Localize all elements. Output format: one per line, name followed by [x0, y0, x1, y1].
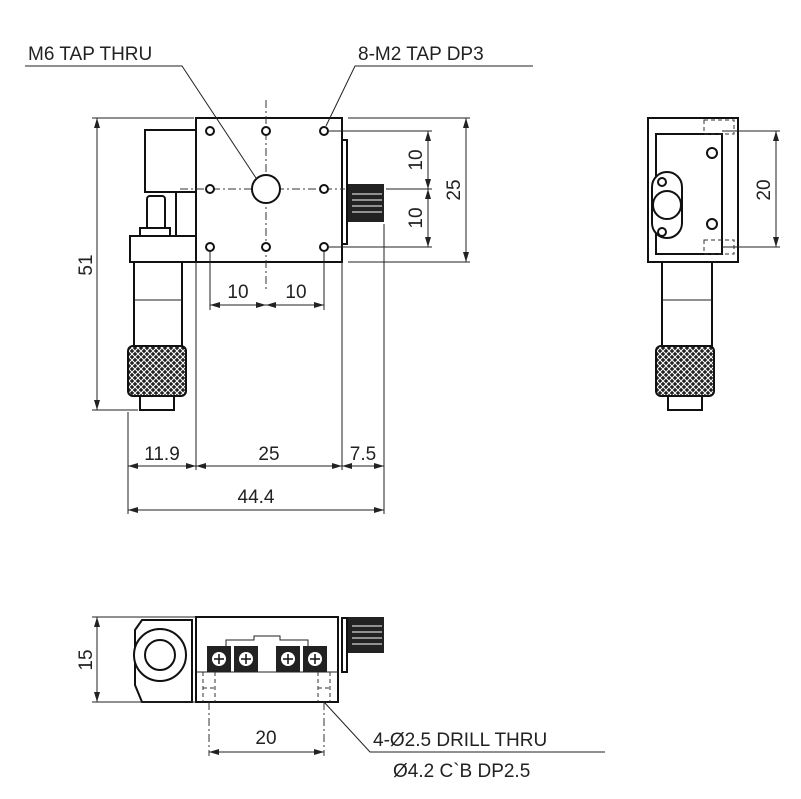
dim-bottom-pitch: 20	[255, 728, 276, 749]
dim-plate-height: 25	[444, 179, 465, 200]
micrometer-thimble	[127, 345, 187, 397]
m2-tap-holes	[205, 126, 329, 252]
dim-pitch-v1: 10	[406, 149, 427, 170]
spindle	[146, 195, 166, 231]
micrometer-tip	[139, 395, 175, 411]
dim-plate-width: 25	[258, 444, 279, 465]
micrometer-mount	[129, 235, 197, 263]
dim-total-height: 51	[76, 254, 97, 275]
side-view	[647, 117, 739, 411]
drill-label-line2: Ø4.2 C`B DP2.5	[393, 761, 530, 782]
leaders	[25, 65, 605, 753]
m2-tap-label: 8-M2 TAP DP3	[358, 44, 484, 65]
dim-pitch-h1: 10	[227, 282, 248, 303]
side-block	[144, 129, 197, 193]
top-view	[127, 100, 384, 411]
m6-tap-hole	[251, 174, 281, 204]
dim-total-width: 44.4	[238, 487, 275, 508]
dim-side-pitch: 20	[754, 179, 775, 200]
m6-tap-label: M6 TAP THRU	[28, 44, 152, 65]
clamp-screws	[207, 646, 327, 672]
dimension-lines	[92, 117, 470, 514]
dim-pitch-v2: 10	[406, 207, 427, 228]
fine-adjust-knob	[348, 184, 384, 222]
dim-pitch-h2: 10	[285, 282, 306, 303]
micrometer-barrel	[133, 261, 183, 347]
bottom-view	[133, 616, 384, 703]
dim-offset-left: 11.9	[144, 444, 180, 465]
dim-offset-right: 7.5	[350, 444, 376, 465]
drill-label-line1: 4-Ø2.5 DRILL THRU	[373, 730, 547, 751]
dim-thickness: 15	[76, 649, 97, 670]
